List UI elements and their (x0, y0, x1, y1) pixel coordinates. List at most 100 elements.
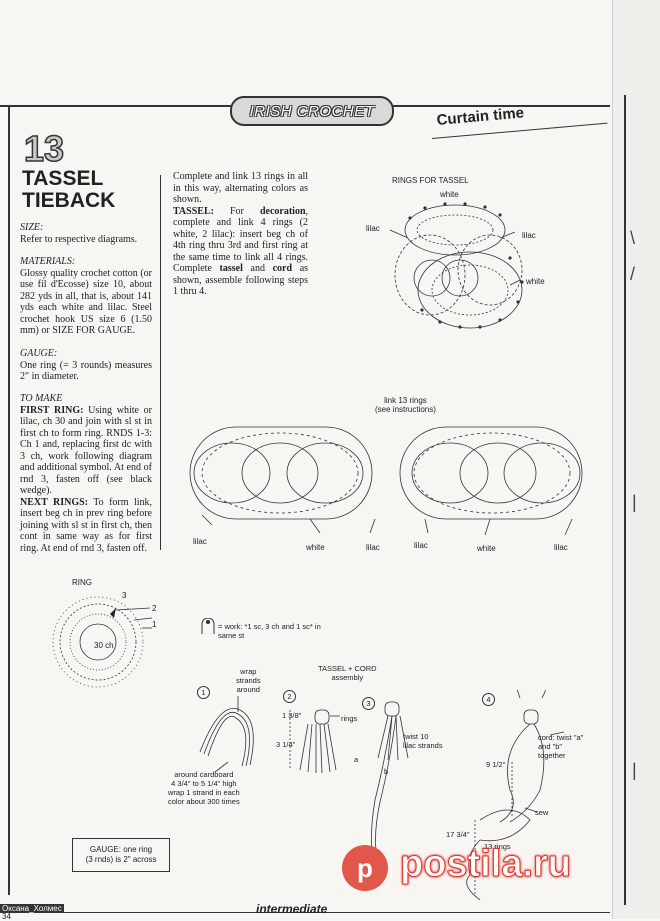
gauge-box-line: GAUGE: one ring (89, 845, 153, 854)
cardboard-label-line: wrap 1 strand in each (168, 788, 240, 797)
label-lilac: lilac (193, 537, 207, 546)
next-rings-label: NEXT RINGS: (20, 496, 89, 508)
next-rings-paragraph: NEXT RINGS: To form link, insert beg ch … (20, 497, 152, 555)
dim-label: 9 1/2" (486, 760, 506, 769)
picot-symbol-icon (201, 618, 215, 634)
wrap-label: wrap strands around (236, 667, 261, 694)
round-number: 2 (152, 604, 157, 613)
step-number: 3 (362, 697, 375, 710)
step-number: 4 (482, 693, 495, 706)
tassel-instructions: Complete and link 13 rings in all in thi… (173, 171, 308, 298)
tassel-text: For (230, 205, 244, 217)
materials-text: Glossy quality crochet cotton (or use fi… (20, 267, 152, 337)
round-number: 1 (152, 620, 157, 629)
label-lilac: lilac (522, 231, 536, 240)
cord-label: cord: twist "a" and "b" together (538, 733, 583, 760)
label-lilac: lilac (366, 224, 380, 233)
cardboard-label: around cardboard 4 3/4" to 5 1/4" high w… (168, 770, 240, 806)
edge-mark: / (630, 264, 636, 284)
and-word: and (250, 263, 265, 274)
page-border-left (8, 105, 10, 895)
ring-diagram (52, 596, 153, 688)
series-title: Curtain time (436, 104, 525, 129)
gauge-heading: GAUGE: (20, 348, 58, 359)
strand-a-label: a (354, 755, 359, 764)
cardboard-label-line: around cardboard (174, 770, 234, 779)
size-section: SIZE: Refer to respective diagrams. (20, 222, 152, 245)
gauge-box: GAUGE: one ring (3 rnds) is 2" across (72, 838, 170, 872)
link-rings-diagram (189, 426, 583, 536)
step-number: 2 (283, 690, 296, 703)
rings-label: rings (341, 714, 358, 723)
first-ring-label: FIRST RING: (20, 404, 84, 416)
page-border-right (624, 95, 626, 905)
dim-label: 1 3/8" (282, 711, 302, 720)
to-make-heading: TO MAKE (20, 393, 63, 404)
wrap-label-line: around (236, 685, 260, 694)
adjacent-page-edge (612, 0, 660, 919)
materials-section: MATERIALS: Glossy quality crochet cotton… (20, 256, 152, 337)
wrap-label-line: strands (236, 676, 261, 685)
rings-for-tassel-title: RINGS FOR TASSEL (392, 176, 469, 185)
cord-label-line: cord: twist "a" (538, 733, 584, 742)
cardboard-label-line: color about 300 times (168, 797, 240, 806)
difficulty-level: intermediate (256, 902, 328, 916)
edge-mark: | (632, 492, 637, 512)
cord-label-line: together (538, 751, 566, 760)
size-text: Refer to respective diagrams. (20, 233, 138, 245)
postila-logo-icon: p (342, 845, 388, 891)
label-white: white (526, 277, 545, 286)
title-line: TASSEL (22, 167, 104, 190)
label-lilac: lilac (366, 543, 380, 552)
section-header: IRISH CROCHET (230, 96, 394, 126)
col2-paragraph: Complete and link 13 rings in all in thi… (173, 171, 308, 205)
size-heading: SIZE: (20, 222, 44, 233)
cord-word: cord (272, 263, 293, 274)
label-white: white (306, 543, 325, 552)
column-divider (160, 175, 161, 550)
watermark-user: Оксана_Холмес (0, 904, 64, 913)
watermark-site: postila.ru (399, 843, 572, 886)
link-rings-title-line: (see instructions) (375, 405, 436, 414)
tassel-paragraph: TASSEL: For decoration, complete and lin… (173, 206, 308, 298)
pattern-number: 13 (23, 127, 65, 170)
first-ring-paragraph: FIRST RING: Using white or lilac, ch 30 … (20, 405, 152, 497)
dim-label: 3 1/4" (276, 740, 296, 749)
sew-label: sew (535, 808, 549, 817)
cardboard-label-line: 4 3/4" to 5 1/4" high (171, 779, 237, 788)
page-number: 34 (2, 912, 11, 921)
materials-heading: MATERIALS: (20, 256, 76, 267)
twist-label-line: twist 10 (403, 732, 429, 741)
twist-label-line: lilac strands (403, 741, 443, 750)
wrap-label-line: wrap (240, 667, 257, 676)
step-number: 1 (197, 686, 210, 699)
tassel-cord-title: TASSEL + CORD assembly (318, 664, 377, 682)
tassel-cord-diagram (199, 690, 565, 900)
tassel-word: tassel (219, 263, 243, 274)
pattern-title: TASSEL TIEBACK (22, 168, 115, 212)
twist-label: twist 10 lilac strands (403, 732, 443, 750)
label-white: white (440, 190, 459, 199)
label-lilac: lilac (414, 541, 428, 550)
tassel-cord-title-line: TASSEL + CORD (318, 664, 377, 673)
tassel-text: , complete and link 4 rings (2 white, 2 … (173, 205, 308, 275)
dim-label: 17 3/4" (446, 830, 470, 839)
round-number: 3 (122, 591, 127, 600)
gauge-box-line: (3 rnds) is 2" across (85, 855, 157, 864)
ring-center-label: 30 ch (94, 641, 114, 650)
link-rings-title: link 13 rings (see instructions) (375, 396, 436, 414)
link-rings-title-line: link 13 rings (384, 396, 427, 405)
tassel-text: as shown, assemble following steps 1 thr… (173, 263, 309, 297)
gauge-text: One ring (= 3 rounds) measures 2" in dia… (20, 359, 152, 383)
first-ring-text: Using white or lilac, ch 30 and join wit… (20, 404, 153, 497)
cord-label-line: and "b" (538, 742, 563, 751)
edge-mark: | (632, 760, 637, 780)
edge-mark: \ (630, 228, 636, 248)
gauge-section: GAUGE: One ring (= 3 rounds) measures 2"… (20, 348, 152, 383)
to-make-section: TO MAKE FIRST RING: Using white or lilac… (20, 393, 152, 554)
strand-b-label: b (384, 767, 389, 776)
label-lilac: lilac (554, 543, 568, 552)
title-line: TIEBACK (22, 189, 116, 212)
symbol-key-text: = work: *1 sc, 3 ch and 1 sc* in same st (218, 622, 321, 640)
label-white: white (477, 544, 496, 553)
